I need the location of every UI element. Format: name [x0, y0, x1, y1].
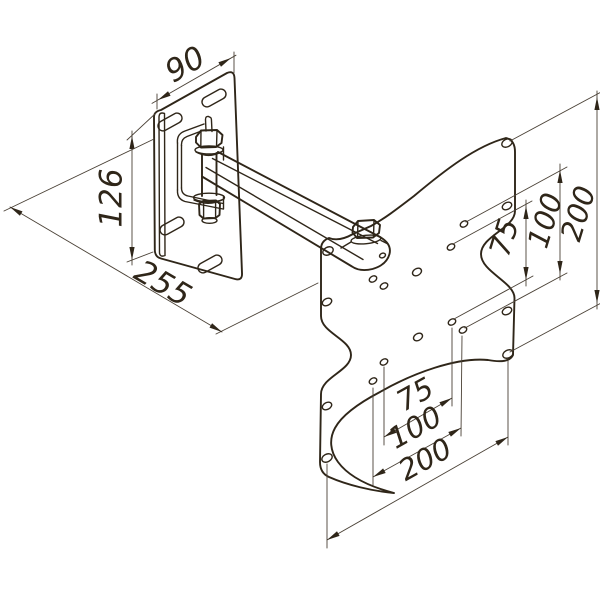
ext-line — [452, 200, 534, 320]
hinge-bottom-washer-edge — [193, 198, 225, 204]
hinge-bolt-hex-head — [195, 129, 224, 149]
dim-line — [9, 206, 223, 333]
arrowhead — [557, 170, 563, 183]
vesa-hole-75-bl — [379, 358, 389, 366]
vesa-hole-100-bl — [368, 377, 378, 385]
dim-line — [383, 397, 453, 438]
hinge-pivot-cylinder — [201, 152, 218, 197]
arrowhead — [129, 136, 135, 149]
arm-fold-line-lower — [205, 166, 364, 261]
vesa-hole-left-upper — [321, 297, 333, 307]
arrowhead — [373, 468, 386, 477]
vesa-hole-corner-br — [502, 349, 514, 359]
arrowhead — [439, 398, 452, 407]
dim-126-label: 126 — [94, 168, 130, 227]
vesa-hole-75-tr — [446, 243, 456, 251]
vesa-hole-corner-bl — [321, 453, 333, 463]
vesa-plate-outline — [319, 137, 516, 494]
arm-tip-hole — [378, 252, 387, 259]
ext-line — [372, 335, 463, 486]
dim-line — [326, 436, 509, 541]
dim-line — [372, 427, 462, 478]
vesa-hole-center-upper — [411, 267, 423, 277]
ext-line — [3, 138, 319, 335]
vesa-hole-left-lower — [321, 401, 333, 411]
arrowhead — [158, 91, 171, 100]
arrowhead — [557, 261, 563, 274]
vesa-bolt-flange-lines — [340, 239, 389, 249]
vesa-hole-100-tl — [368, 275, 378, 283]
hinge-bracket-bottom-flange — [176, 187, 224, 210]
hinge-bracket-top-flange — [176, 123, 205, 147]
wall-slot-bottom-right — [197, 254, 223, 274]
arrowhead — [594, 290, 600, 303]
vesa-bolt-washer — [350, 234, 382, 245]
arm-fold-line-upper — [211, 157, 379, 245]
hinge-bracket-left-wall — [176, 142, 183, 191]
wall-slot-top-right — [201, 88, 227, 108]
hinge-top-tab — [204, 115, 213, 133]
hinge-bolt-hex-facets — [200, 129, 218, 149]
wall-plate-flange — [158, 112, 166, 257]
vesa-hole-75-tl — [379, 282, 389, 290]
wall-slot-bottom-left — [159, 216, 185, 236]
vesa-bolt-hex-facets — [356, 219, 375, 239]
arrowhead — [594, 97, 600, 110]
arrowhead — [209, 323, 222, 332]
vesa-plate — [319, 137, 516, 494]
hinge-top-washer-edge — [195, 150, 223, 157]
arrowhead — [10, 207, 23, 216]
dimension-wall-height: 126 — [94, 112, 157, 266]
vesa-hole-right-lower — [501, 306, 513, 316]
hinge-bottom-nut-facets — [202, 199, 217, 220]
arrowhead — [218, 58, 231, 67]
hinge-bottom-nut — [198, 199, 221, 220]
vesa-hole-75-br — [447, 318, 457, 326]
dimension-vesa-vertical-200: 200 — [509, 90, 600, 353]
vesa-hole-center-lower — [412, 332, 424, 342]
ext-line — [383, 327, 453, 446]
vesa-hole-right-upper — [501, 201, 513, 211]
hinge-top-washer — [194, 145, 224, 155]
arrowhead — [327, 531, 340, 540]
arrowhead — [129, 247, 135, 260]
ext-line — [156, 51, 235, 110]
vesa-hole-100-tr — [459, 220, 469, 228]
ext-line — [509, 92, 600, 353]
arrowhead — [523, 206, 529, 219]
ext-line — [464, 166, 568, 329]
hinge-bottom-washer — [192, 192, 226, 203]
hinge-assembly — [176, 115, 226, 224]
ext-line — [326, 359, 509, 549]
arrowhead — [384, 428, 397, 437]
arrowhead — [448, 428, 461, 437]
vesa-pivot-bolt — [340, 219, 389, 249]
wall-slot-top-left — [157, 112, 183, 132]
arrowhead — [495, 437, 508, 446]
vesa-hole-100-br — [458, 326, 468, 334]
hinge-bottom-cap — [201, 216, 218, 224]
vesa-bolt-hex-head — [351, 219, 381, 239]
arrowhead — [523, 267, 529, 280]
vesa-hole-corner-tl — [322, 246, 334, 256]
